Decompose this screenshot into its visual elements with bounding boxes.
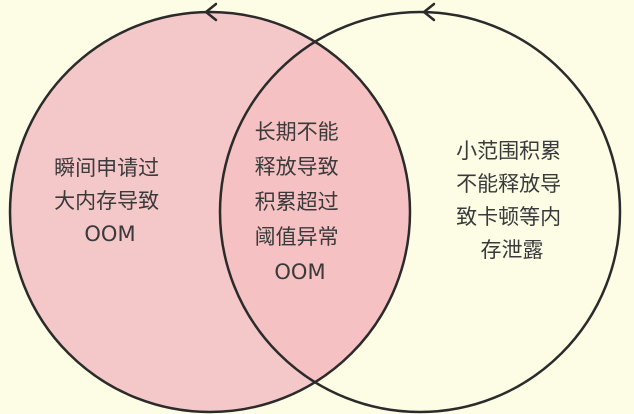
left-line-1: 瞬间申请过 [54,156,159,180]
right-circle-outline [218,10,622,414]
right-line-1: 小范围积累 [456,139,561,163]
left-arrow-icon [204,2,218,22]
overlap-text: 长期不能 释放导致 积累超过 阈值异常 OOM [255,120,346,284]
overlap-line-2: 释放导致 [255,155,339,179]
left-line-2: 大内存导致 [54,189,159,213]
right-arrow-icon [422,2,436,22]
right-line-3: 致卡顿等内 [456,205,561,229]
left-line-3: OOM [84,222,135,246]
overlap-line-1: 长期不能 [255,120,339,144]
right-line-4: 存泄露 [481,238,544,262]
left-circle-outline [8,10,412,414]
overlap-region [220,12,410,412]
overlap-line-5: OOM [274,260,325,284]
right-line-2: 不能释放导 [456,172,561,196]
right-text: 小范围积累 不能释放导 致卡顿等内 存泄露 [456,139,568,262]
left-text: 瞬间申请过 大内存导致 OOM [54,156,166,246]
overlap-line-4: 阈值异常 [255,225,339,249]
overlap-line-3: 积累超过 [255,190,339,214]
